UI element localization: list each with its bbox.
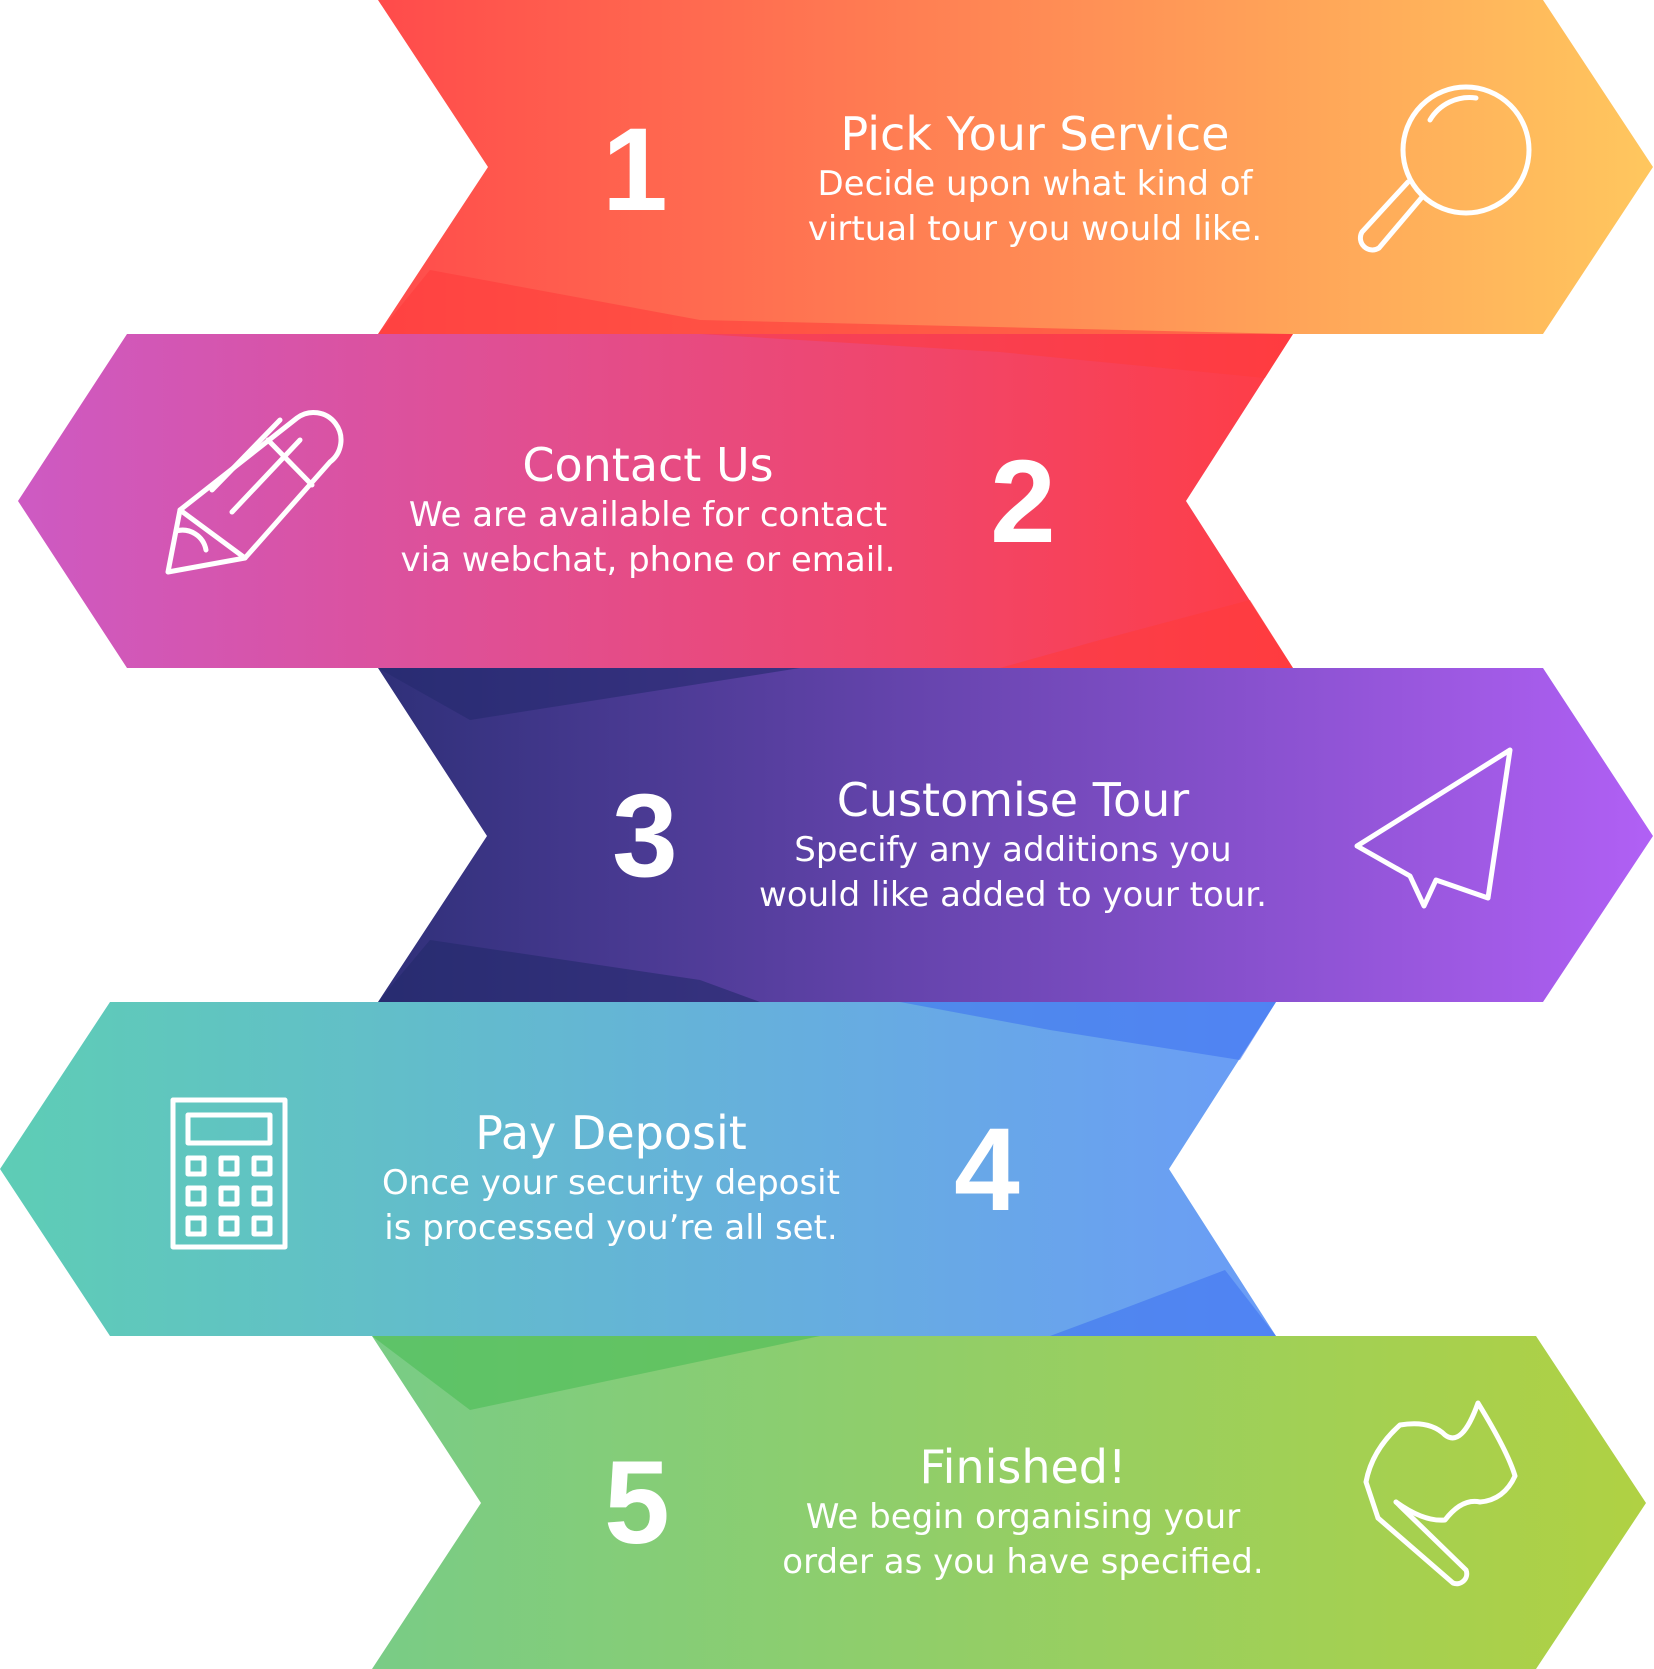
step-5-accent (372, 1336, 820, 1410)
pencil-icon (165, 410, 344, 575)
step-4-arrow (0, 1002, 1276, 1336)
step-4-desc-line-2: is processed you’re all set. (384, 1208, 837, 1248)
magnifier-icon (1357, 84, 1532, 253)
step-3-desc-line-2: would like added to your tour. (759, 875, 1267, 915)
step-4-desc-line-1: Once your security deposit (382, 1163, 840, 1203)
step-1-arrow (378, 0, 1653, 334)
step-1-desc-line-2: virtual tour you would like. (808, 209, 1262, 249)
step-2-number: 2 (990, 436, 1056, 568)
step-4-accent-bottom (1050, 1270, 1276, 1336)
step-1-desc-line-1: Decide upon what kind of (817, 164, 1253, 204)
step-2: Contact Us We are available for contact … (18, 334, 1293, 668)
step-1-accent (378, 270, 1290, 334)
step-2-accent-bottom (1000, 600, 1293, 668)
step-3-desc-line-1: Specify any additions you (794, 830, 1231, 870)
step-3-arrow (378, 668, 1653, 1002)
calculator-icon (170, 1097, 288, 1250)
flag-icon (1363, 1400, 1518, 1587)
step-2-accent-top (700, 334, 1293, 378)
step-5-desc-line-1: We begin organising your (806, 1497, 1240, 1537)
step-5: 5 Finished! We begin organising your ord… (372, 1336, 1646, 1669)
step-4-accent-top (900, 1002, 1276, 1060)
step-3-accent-top (378, 668, 800, 720)
step-5-desc-line-2: order as you have specified. (782, 1542, 1263, 1582)
step-2-arrow (18, 334, 1293, 668)
step-2-desc-line-2: via webchat, phone or email. (401, 540, 896, 580)
step-4-number: 4 (954, 1104, 1020, 1236)
step-2-desc-line-1: We are available for contact (409, 495, 887, 535)
step-5-arrow (372, 1336, 1646, 1669)
step-4-title: Pay Deposit (475, 1106, 747, 1160)
step-3-accent-bottom (378, 940, 760, 1002)
step-3: 3 Customise Tour Specify any additions y… (378, 668, 1653, 1002)
paper-plane-icon (1354, 747, 1513, 909)
step-1-number: 1 (602, 104, 668, 236)
step-5-title: Finished! (920, 1440, 1127, 1494)
step-2-title: Contact Us (522, 438, 773, 492)
step-5-number: 5 (604, 1437, 670, 1569)
step-3-title: Customise Tour (837, 773, 1189, 827)
step-4: Pay Deposit Once your security deposit i… (0, 1002, 1276, 1336)
step-1-title: Pick Your Service (841, 107, 1230, 161)
step-3-number: 3 (612, 770, 678, 902)
step-1: 1 Pick Your Service Decide upon what kin… (378, 0, 1653, 334)
